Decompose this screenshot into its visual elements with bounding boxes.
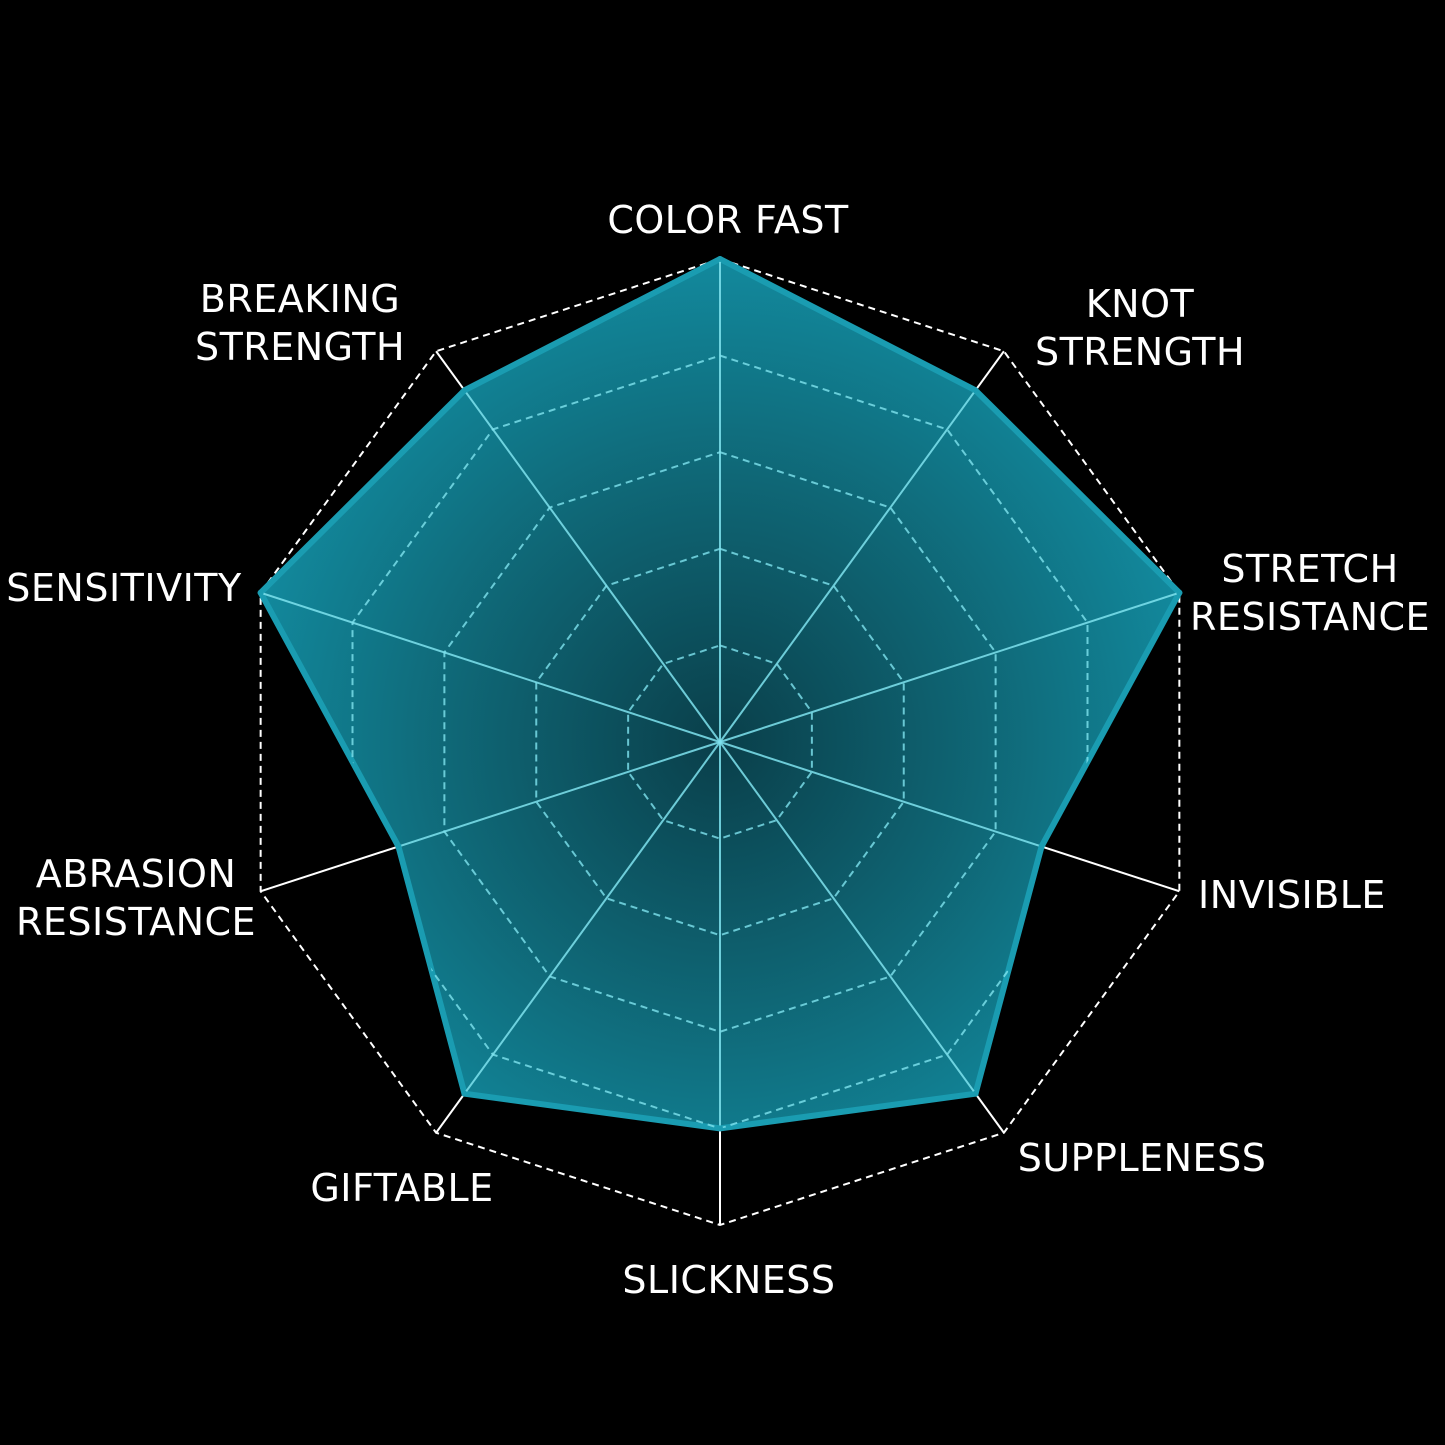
inner-spoke-2 [719,350,1005,743]
grid-ring-1 [627,644,813,840]
grid-ring-4 [351,354,1089,1129]
axis-label-7: GIFTABLE [310,1166,493,1210]
data-point-2 [972,387,979,394]
axis-label-5: SUPPLENESS [1018,1136,1267,1180]
inner-spoke-9 [260,591,721,743]
data-point-4 [1038,843,1045,850]
data-point-8 [395,843,402,850]
inner-spoke-10 [435,350,721,743]
data-point-1 [717,256,723,262]
axis-label-6: SLICKNESS [622,1258,835,1302]
inner-spoke-5 [719,741,1005,1129]
data-point-5 [972,1090,979,1097]
axis-label-4: INVISIBLE [1198,873,1386,917]
axis-label-9: SENSITIVITY [6,566,242,610]
grid-ring-3 [443,451,997,1033]
data-point-3 [1176,589,1183,596]
data-point-9 [257,589,264,596]
inner-grid [260,259,1180,1129]
data-point-10 [461,387,468,394]
inner-spoke-3 [719,591,1180,743]
axis-label-1: COLOR FAST [607,198,849,242]
data-point-6 [717,1125,723,1132]
data-point-7 [461,1090,468,1097]
inner-spoke-7 [435,741,721,1129]
